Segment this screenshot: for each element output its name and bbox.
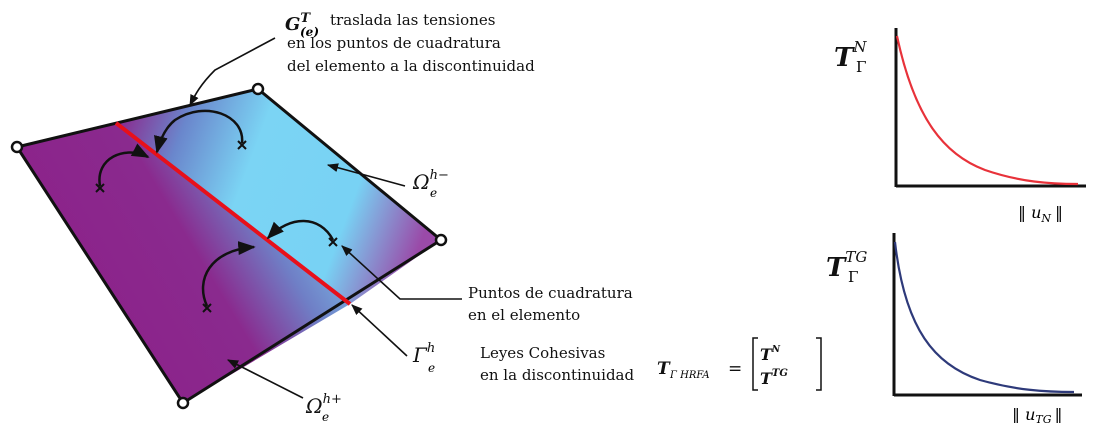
svg-text:TTG: TTG [826,248,867,283]
subdomain-minus [116,89,441,304]
tangential-cohesive-plot: TTG Γ ‖ uTG‖ [826,233,1082,423]
subdomain-plus [17,123,350,403]
plot-normal-sup: N [852,38,867,56]
quadrature-points [95,140,338,313]
gamma-sup: h [427,341,435,356]
svg-text:Ωh+: Ωh+ [305,392,342,418]
plot-tangential-xlabel-sub: TG [1035,413,1051,423]
transfer-text-line1: traslada las tensiones [330,11,495,29]
omega-symbol: Ω [412,170,430,194]
leader-omega-minus [326,163,406,187]
transfer-text-line3: del elemento a la discontinuidad [287,57,535,75]
equation-equals: = [728,359,742,379]
matrix-bracket-left [752,337,758,391]
omega-sub: e [430,186,437,200]
leader-gamma [351,304,408,357]
svg-text:TN: TN [760,345,781,364]
plot-tangential-xlabel-end: ‖ [1055,405,1063,423]
quadrature-point-marker [237,140,247,150]
finite-element [10,82,448,410]
g-matrix-symbol: G [285,14,300,35]
plot-normal-xlabel-end: ‖ [1055,203,1063,222]
matrix-row1-sup: N [771,345,781,355]
gamma-symbol: Γ [412,343,428,367]
element-node [10,140,24,154]
equation-lhs-sub: Γ HRFA [669,370,710,381]
g-matrix-sup: T [300,11,311,26]
omega-sub: e [322,410,329,423]
transfer-arc [98,143,150,187]
quadrature-point-marker [202,303,212,313]
omega-plus-sup: h+ [323,392,342,407]
element-node [251,82,265,96]
svg-text:GT: GT [285,11,311,35]
element-node [434,233,448,247]
leader-g-matrix [189,37,276,107]
plot-normal-sub: Γ [856,58,866,76]
omega-minus-label: Ωh− e [412,168,449,200]
leader-quadrature [341,245,462,300]
gamma-sub: e [428,361,435,375]
plot-tangential-sup: TG [845,248,867,266]
element-node [176,396,190,410]
svg-text:TN: TN [834,38,867,73]
matrix-bracket-right [816,337,822,391]
normal-cohesive-plot: TN Γ ‖ uN‖ [834,28,1086,225]
omega-plus-label: Ωh+ e [305,392,342,423]
svg-text:‖ uN‖: ‖ uN ‖ [1018,203,1063,225]
quadrature-text-line2: en el elemento [468,306,580,324]
quadrature-point-marker [328,237,338,247]
gamma-label: Γh e [412,341,435,375]
transfer-arc [266,219,335,241]
plot-normal-label: T [834,43,855,73]
plot-tangential-label: T [826,253,847,283]
cohesive-text-line1: Leyes Cohesivas [480,344,605,362]
g-matrix-sub: (e) [300,25,319,39]
transfer-arc [201,241,256,307]
plot-tangential-sub: Γ [848,268,858,286]
plot-normal-curve [895,35,1079,186]
plot-normal-xlabel: ‖ u [1018,203,1041,222]
leader-omega-plus [227,359,304,399]
quadrature-text-line1: Puntos de cuadratura [468,284,633,302]
svg-text:Ωh−: Ωh− [412,168,449,194]
equation-lhs: T [657,359,671,379]
quadrature-point-marker [95,183,105,193]
plot-normal-xlabel-sub: N [1040,212,1051,225]
plot-tangential-curve [893,241,1075,394]
transfer-arrows [98,109,335,307]
svg-text:TTG: TTG [760,368,788,388]
g-matrix-annotation: GT (e) traslada las tensiones en los pun… [285,11,535,75]
matrix-row2-sup: TG [772,368,788,379]
transfer-arc [154,109,244,154]
plot-tangential-xlabel: ‖ u [1012,405,1035,423]
cohesive-text-line2: en la discontinuidad [480,366,634,384]
transfer-text-line2: en los puntos de cuadratura [287,34,501,52]
matrix-row1: T [760,345,773,364]
traction-equation: T Γ HRFA = TN TTG [657,337,822,391]
omega-minus-sup: h− [430,168,449,183]
svg-text:Γh: Γh [412,341,435,367]
omega-symbol: Ω [305,394,323,418]
matrix-row2: T [760,369,773,388]
svg-text:‖ uTG‖: ‖ uTG ‖ [1012,405,1063,423]
leader-lines [189,37,462,399]
